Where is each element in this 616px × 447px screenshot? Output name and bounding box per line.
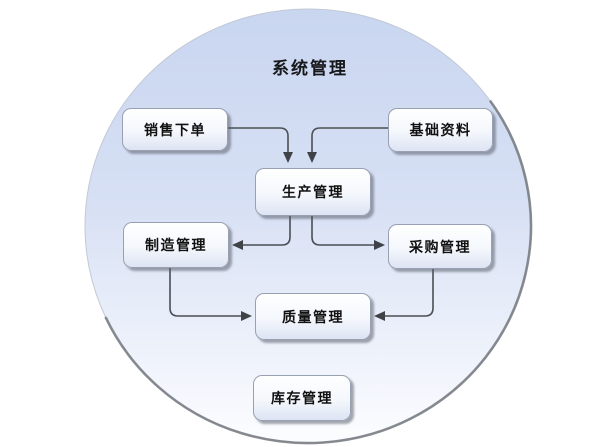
arrowhead-left-icon (232, 240, 243, 250)
node-purchasing-management: 采购管理 (388, 224, 492, 269)
connector-sales-to-production (228, 127, 293, 163)
node-production-management: 生产管理 (255, 168, 371, 216)
connector-production-to-manufacturing (232, 216, 291, 250)
arrowhead-down-icon (283, 152, 293, 163)
connector-purchasing-to-quality (374, 269, 434, 321)
node-sales-order: 销售下单 (122, 108, 228, 151)
connector-production-to-purchasing (311, 216, 385, 250)
node-manufacturing-management: 制造管理 (123, 222, 229, 268)
connector-manufacturing-to-quality (169, 268, 252, 321)
arrowhead-left-icon (374, 311, 385, 321)
circle-shadow-edge (104, 100, 533, 445)
diagram-title: 系统管理 (272, 59, 348, 78)
connector-basic-to-production (307, 127, 388, 163)
arrowhead-down-icon (307, 152, 317, 163)
arrowhead-right-icon (241, 311, 252, 321)
node-inventory-management: 库存管理 (253, 375, 351, 421)
node-basic-data: 基础资料 (388, 108, 493, 152)
node-quality-management: 质量管理 (255, 293, 371, 340)
arrowhead-right-icon (374, 240, 385, 250)
